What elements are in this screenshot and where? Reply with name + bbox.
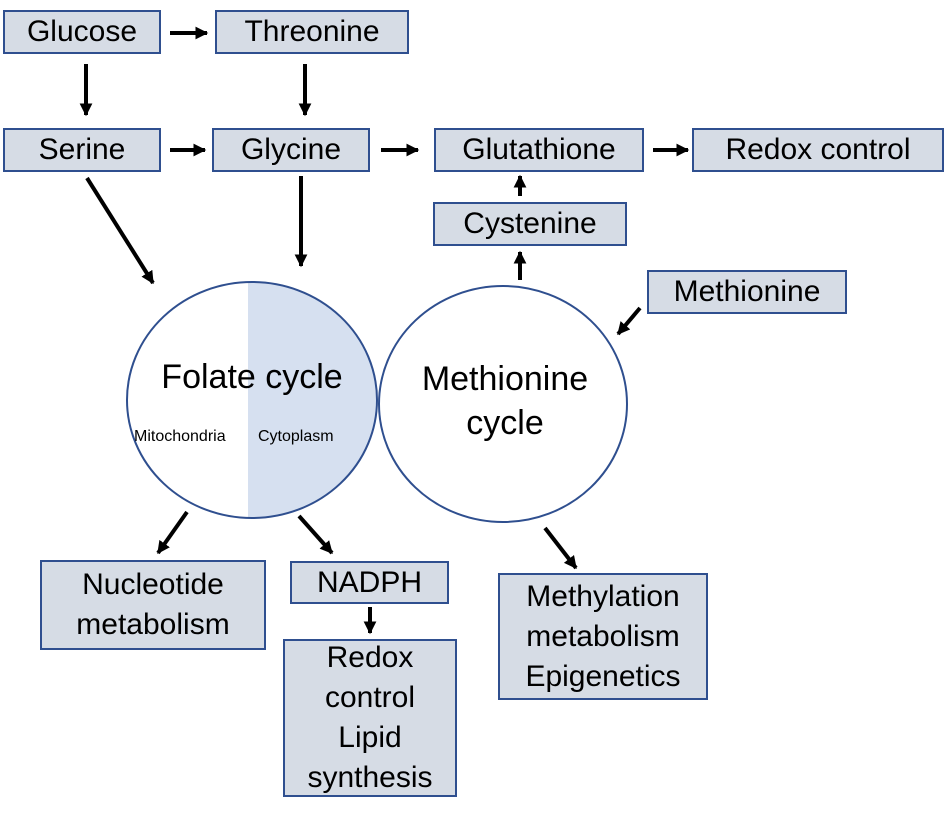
- methylation-line3: Epigenetics: [525, 659, 681, 693]
- arrow-folate-nadph: [297, 514, 334, 555]
- serine-box: Serine: [3, 128, 161, 172]
- threonine-box: Threonine: [215, 10, 409, 54]
- nucleotide-line2: metabolism: [76, 608, 230, 641]
- folate-cycle-circle: [126, 281, 378, 519]
- cystenine-box: Cystenine: [433, 202, 627, 246]
- mitochondria-label: Mitochondria: [134, 428, 226, 445]
- methionine-cycle-title: Methionine cycle: [380, 357, 630, 445]
- methionine-cycle-title-line2: cycle: [466, 404, 544, 442]
- redox-lipid-line4: synthesis: [307, 761, 433, 794]
- glucose-box: Glucose: [3, 10, 161, 54]
- nucleotide-metabolism-box: Nucleotide metabolism: [40, 560, 266, 650]
- methionine-cycle-title-line1: Methionine: [421, 360, 589, 398]
- cytoplasm-label: Cytoplasm: [258, 428, 334, 445]
- redox-lipid-line2: control: [324, 681, 416, 714]
- nucleotide-line1: Nucleotide: [82, 568, 224, 601]
- folate-cycle-title: Folate cycle: [161, 358, 343, 396]
- methionine-cycle-circle: [378, 285, 628, 523]
- methylation-line2: metabolism: [526, 619, 680, 653]
- nadph-box: NADPH: [290, 561, 449, 604]
- cytoplasm-half: [248, 282, 377, 518]
- methylation-line1: Methylation: [526, 579, 680, 613]
- arrow-serine-folate: [85, 176, 155, 285]
- methionine-box: Methionine: [647, 270, 847, 314]
- arrow-folate-nucleotide: [156, 510, 189, 555]
- redox-control-box: Redox control: [692, 128, 944, 172]
- redox-lipid-line3: Lipid: [338, 721, 402, 754]
- glutathione-box: Glutathione: [434, 128, 644, 172]
- glycine-box: Glycine: [212, 128, 370, 172]
- redox-lipid-box: Redox control Lipid synthesis: [283, 639, 457, 797]
- arrow-methionine-cycle: [616, 306, 642, 336]
- redox-lipid-line1: Redox: [326, 641, 414, 674]
- methylation-box: Methylation metabolism Epigenetics: [498, 573, 708, 700]
- arrow-methionine-cycle-methylation: [543, 526, 578, 570]
